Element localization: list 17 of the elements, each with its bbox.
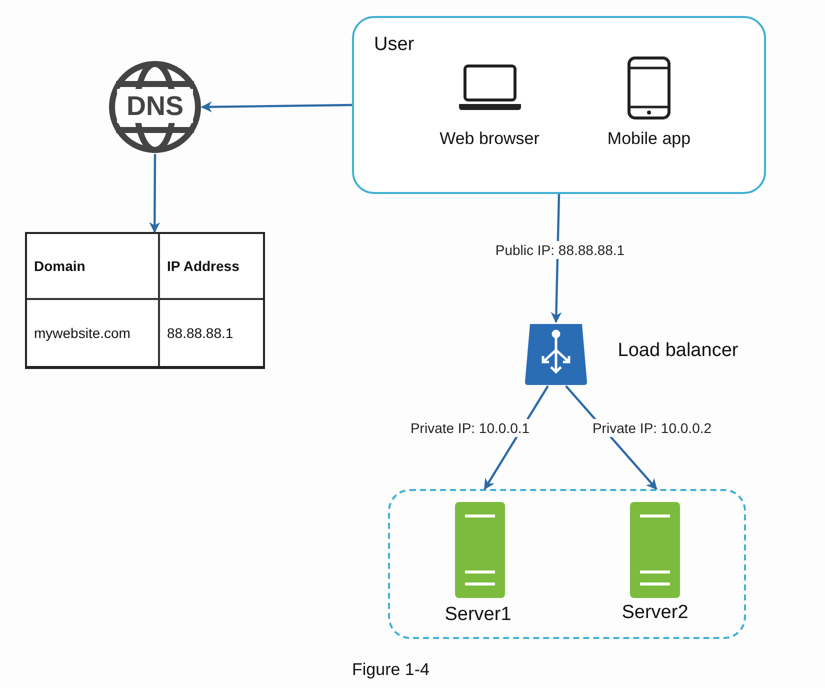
arrow	[200, 101, 352, 112]
device-label: Web browser	[440, 129, 540, 149]
dns-label: DNS	[117, 89, 193, 123]
node-caption: Server1	[444, 604, 512, 626]
client-panel	[352, 16, 766, 194]
table-cell: mywebsite.com	[27, 300, 160, 366]
figure-caption: Figure 1-4	[352, 660, 430, 680]
table-header-cell: IP Address	[160, 234, 263, 300]
server-group-border	[388, 489, 746, 639]
arrow	[149, 154, 160, 234]
panel-heading: User	[374, 34, 414, 56]
node-caption: Server2	[622, 602, 688, 624]
table-header-cell: Domain	[27, 234, 160, 300]
node-caption: Load balancer	[618, 340, 738, 362]
table	[25, 232, 265, 369]
table-cell-text: 88.88.88.1	[166, 324, 234, 343]
device-label: Mobile app	[607, 129, 691, 149]
